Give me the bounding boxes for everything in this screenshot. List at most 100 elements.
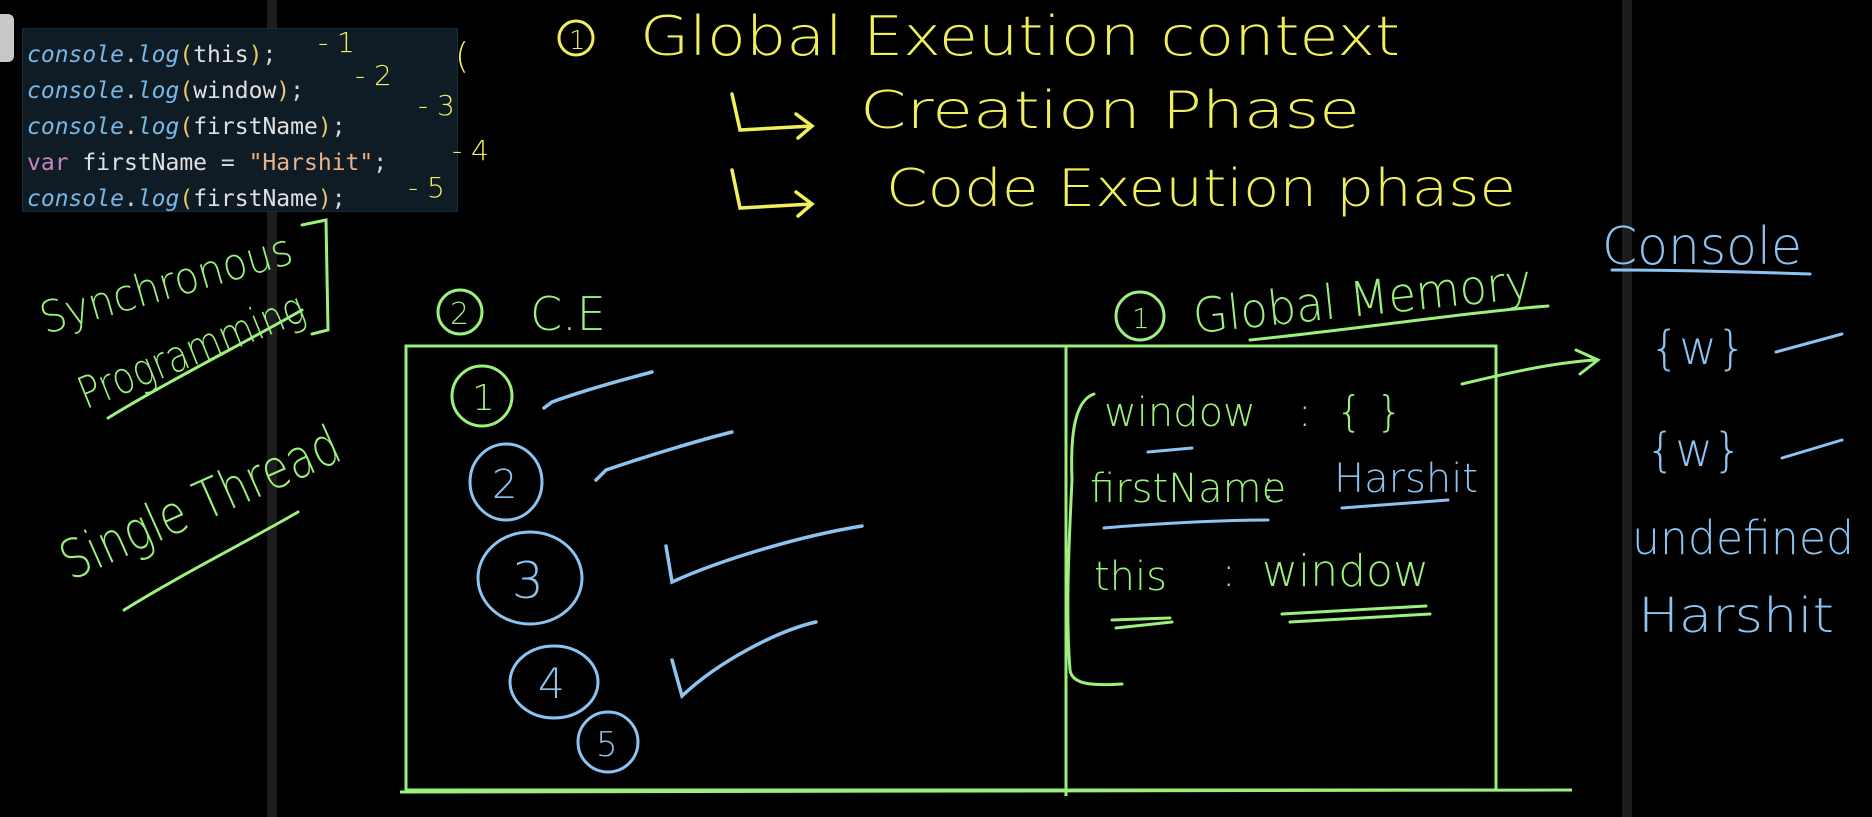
line-marker-4: - 4 [452, 134, 489, 167]
title-number: 1 [569, 26, 586, 56]
check-icon [1774, 332, 1844, 354]
code-token: ( [179, 78, 194, 104]
arrow-to-console-icon [1460, 348, 1601, 386]
code-token: console [27, 186, 124, 212]
memory-entry-window: window : { } [1104, 387, 1403, 436]
memory-key: this [1094, 554, 1167, 600]
memory-value: Harshit [1334, 456, 1478, 502]
code-token: log [137, 78, 180, 104]
step-circle [508, 644, 600, 720]
code-token: log [137, 42, 180, 68]
underline-mark [1248, 304, 1550, 342]
code-token: ; [290, 78, 305, 104]
memory-entries: window : { } firstName : Harshit this : … [1090, 387, 1478, 630]
steps-list: 1 2 3 4 5 [450, 364, 864, 774]
open-paren-mark: ( [455, 36, 469, 77]
step-5: 5 [596, 725, 618, 765]
title-number-circle [557, 19, 595, 57]
code-token: firstName [193, 114, 318, 140]
code-token: . [123, 186, 138, 212]
console-output-2: {w} [1646, 423, 1742, 477]
code-token: this [193, 42, 249, 68]
step-4: 4 [538, 659, 565, 708]
memory-entry-this: this : window [1094, 546, 1429, 600]
code-token: ) [317, 186, 332, 212]
code-token: ( [179, 42, 194, 68]
code-token: firstName [193, 186, 318, 212]
code-token: console [27, 42, 124, 68]
console-output-3: undefined [1632, 511, 1854, 565]
code-token: ; [331, 186, 346, 212]
code-token: ) [317, 114, 332, 140]
memory-number: 1 [1132, 302, 1150, 335]
code-token: . [123, 78, 138, 104]
code-line-2: console.log(window); [27, 73, 457, 109]
check-icon [542, 370, 654, 410]
code-token: ( [179, 186, 194, 212]
code-token: window [193, 78, 277, 104]
phase-1-text: Creation Phase [860, 81, 1360, 141]
line-marker-3: - 3 [418, 89, 455, 122]
arrow-icon [730, 92, 815, 140]
code-token: ; [331, 114, 346, 140]
memory-sep: : [1222, 550, 1235, 596]
step-2: 2 [492, 462, 517, 508]
code-line-5: console.log(firstName); [27, 181, 457, 217]
code-token: . [123, 42, 138, 68]
underline-mark [122, 510, 300, 612]
memory-value: { } [1336, 387, 1403, 436]
code-token: ; [262, 42, 277, 68]
underline-mark [1110, 616, 1174, 630]
code-line-1: console.log(this); [27, 37, 457, 73]
check-icon [594, 430, 734, 482]
underline-mark [1340, 498, 1450, 510]
code-token: ; [373, 150, 388, 176]
step-circle [576, 710, 640, 774]
ce-number-circle [436, 288, 484, 336]
code-token: "Harshit" [248, 150, 374, 176]
console-output-1: {w} [1650, 321, 1746, 375]
memory-key: firstName [1090, 466, 1286, 512]
phase-2-text: Code Exeution phase [886, 159, 1516, 219]
step-1: 1 [472, 378, 495, 419]
line-marker-1: - 1 [318, 26, 355, 59]
code-line-4: var firstName = "Harshit"; [27, 145, 457, 181]
memory-sep: : [1262, 462, 1275, 508]
code-token: ) [248, 42, 263, 68]
ce-number: 2 [450, 297, 469, 332]
code-token: = [207, 150, 249, 176]
code-token: console [27, 114, 124, 140]
memory-brace [1066, 392, 1124, 687]
code-token: log [137, 186, 180, 212]
step-circle [450, 364, 514, 428]
underline-mark [1146, 446, 1194, 454]
underline-mark [1610, 268, 1812, 276]
underline-mark [1280, 604, 1432, 624]
divider-band-right [1622, 0, 1632, 817]
underline-mark [1102, 518, 1270, 530]
console-outputs: {w} {w} undefined Harshit [1632, 321, 1854, 644]
step-circle [476, 530, 584, 626]
arrow-icon [730, 168, 815, 218]
box-base-line [399, 788, 1573, 794]
code-snippet-panel: console.log(this); console.log(window); … [22, 28, 458, 212]
step-circle [468, 442, 544, 522]
code-token: console [27, 78, 124, 104]
code-token: log [137, 114, 180, 140]
console-output-4: Harshit [1638, 588, 1834, 644]
code-token: var [27, 150, 69, 176]
ce-label: C.E [530, 287, 606, 341]
memory-heading: Global Memory [1190, 254, 1534, 345]
code-token: ) [276, 78, 291, 104]
bracket-mark [300, 218, 330, 336]
memory-value: window [1262, 546, 1429, 597]
check-icon [1780, 438, 1844, 460]
memory-entry-firstname: firstName : Harshit [1090, 456, 1478, 512]
code-token: ( [179, 114, 194, 140]
memory-sep: : [1298, 390, 1311, 436]
line-marker-2: - 2 [355, 59, 392, 92]
side-panel-handle[interactable] [0, 14, 14, 62]
step-3: 3 [512, 552, 544, 610]
